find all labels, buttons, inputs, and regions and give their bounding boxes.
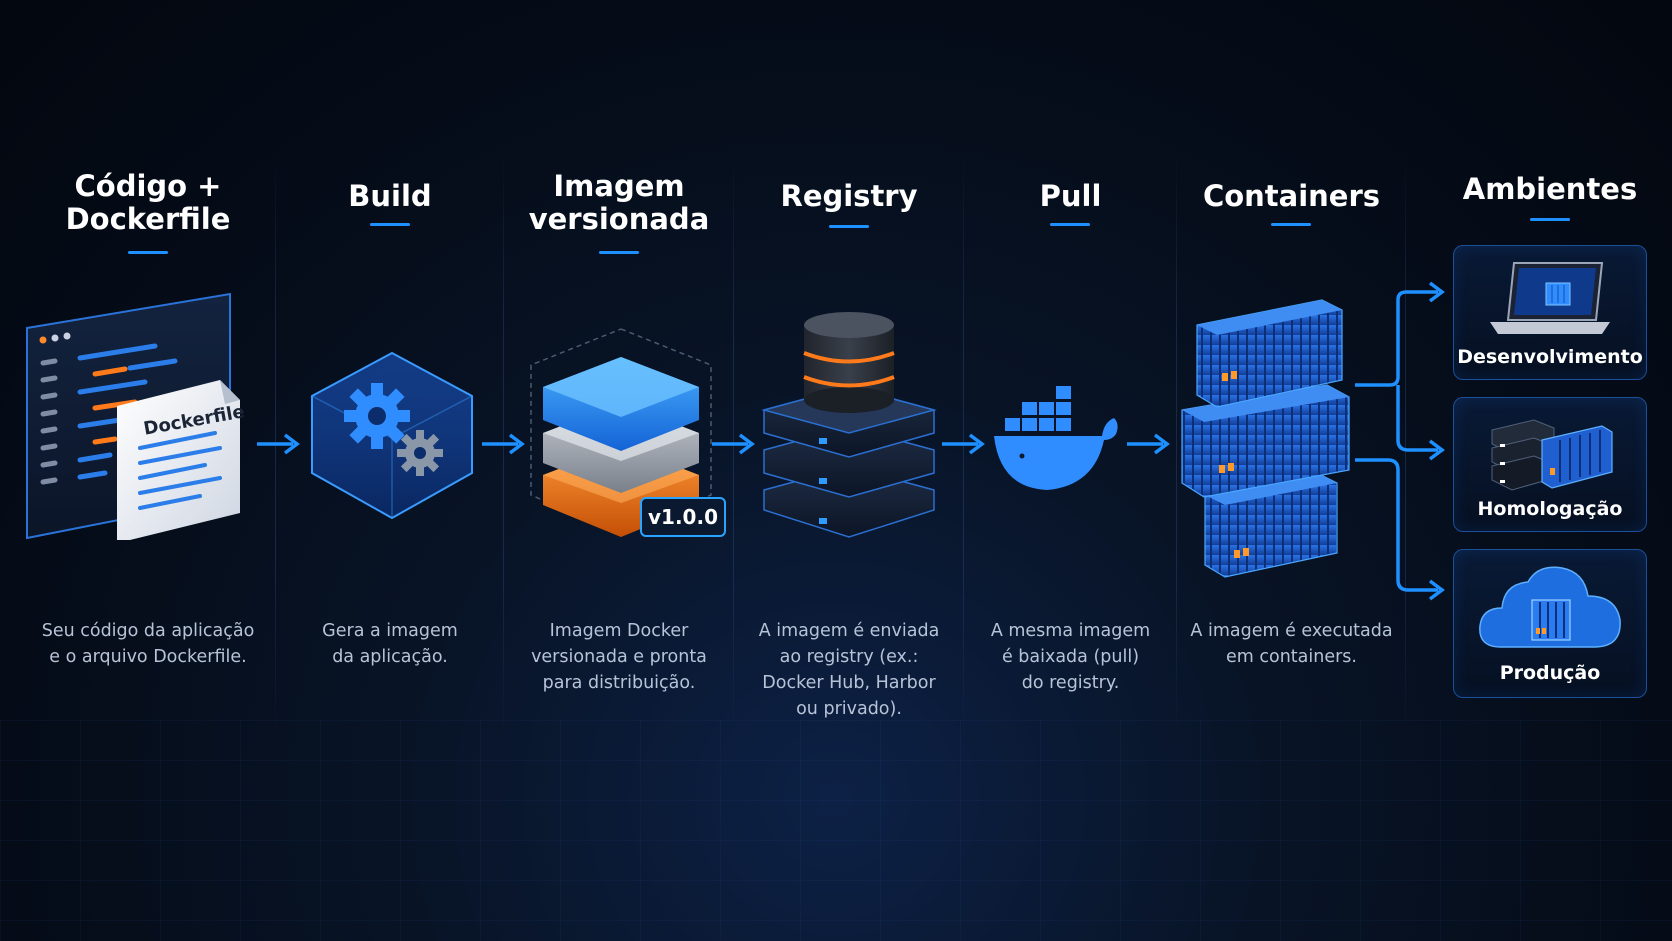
title-underline bbox=[1271, 223, 1311, 226]
stage-title: Containers bbox=[1202, 179, 1381, 213]
env-label: Produção bbox=[1499, 662, 1601, 684]
containers-stack-icon bbox=[1181, 299, 1350, 578]
env-card-dev[interactable]: Desenvolvimento bbox=[1453, 245, 1647, 380]
stage-build: Build Gera a bbox=[276, 0, 504, 941]
stage-description: Imagem Docker versionada e pronta para d… bbox=[531, 621, 707, 693]
env-label: Homologação bbox=[1477, 498, 1623, 520]
env-card-staging[interactable]: Homologação bbox=[1453, 397, 1647, 532]
title-underline bbox=[829, 225, 869, 228]
env-card-prod[interactable]: Produção bbox=[1453, 549, 1647, 698]
stage-title: Build bbox=[348, 179, 432, 213]
flow-arrow bbox=[712, 433, 755, 455]
cloud-container-icon bbox=[1479, 566, 1621, 648]
branch-connector bbox=[1355, 281, 1445, 601]
build-gears-icon bbox=[311, 351, 473, 520]
image-layers-icon bbox=[530, 328, 712, 537]
grid-floor bbox=[0, 720, 1672, 941]
stage-title: Registry bbox=[780, 179, 918, 213]
divider bbox=[1405, 150, 1406, 740]
flow-arrow bbox=[482, 433, 525, 455]
title-underline bbox=[370, 223, 410, 226]
flow-arrow bbox=[942, 433, 985, 455]
server-container-icon bbox=[1491, 419, 1613, 491]
env-label: Desenvolvimento bbox=[1457, 346, 1643, 368]
title-underline bbox=[128, 251, 168, 254]
registry-server-icon bbox=[761, 312, 937, 538]
flow-arrow bbox=[1127, 433, 1170, 455]
flow-arrow bbox=[257, 433, 300, 455]
stage-code: Código + Dockerfile Dockerfile Seu códig… bbox=[20, 0, 276, 941]
stage-description: A mesma imagem é baixada (pull) do regis… bbox=[990, 621, 1151, 693]
code-editor-icon bbox=[26, 292, 240, 540]
stage-description: Seu código da aplicação e o arquivo Dock… bbox=[41, 621, 255, 667]
version-badge: v1.0.0 bbox=[640, 497, 726, 537]
title-underline bbox=[1530, 218, 1570, 221]
stage-image: Imagem versionada v1.0.0 Imagem Docker v… bbox=[504, 0, 734, 941]
laptop-icon bbox=[1490, 262, 1610, 334]
stage-title: Código + Dockerfile bbox=[65, 169, 231, 236]
stage-pull: Pull A mesma imagem é baixada (pull) do … bbox=[964, 0, 1177, 941]
stage-registry: Registry A imagem é enviada ao registry … bbox=[734, 0, 964, 941]
title-underline bbox=[1050, 223, 1090, 226]
title-underline bbox=[599, 251, 639, 254]
stage-title: Imagem versionada bbox=[528, 169, 710, 236]
divider bbox=[1176, 150, 1177, 740]
environments-title: Ambientes bbox=[1462, 172, 1638, 206]
stage-containers: Containers A imagem é executada em conta… bbox=[1177, 0, 1406, 941]
stage-description: A imagem é enviada ao registry (ex.: Doc… bbox=[758, 621, 940, 719]
stage-description: A imagem é executada em containers. bbox=[1190, 621, 1393, 667]
docker-whale-icon bbox=[994, 386, 1118, 490]
stage-description: Gera a imagem da aplicação. bbox=[322, 621, 458, 667]
stage-title: Pull bbox=[1039, 179, 1102, 213]
